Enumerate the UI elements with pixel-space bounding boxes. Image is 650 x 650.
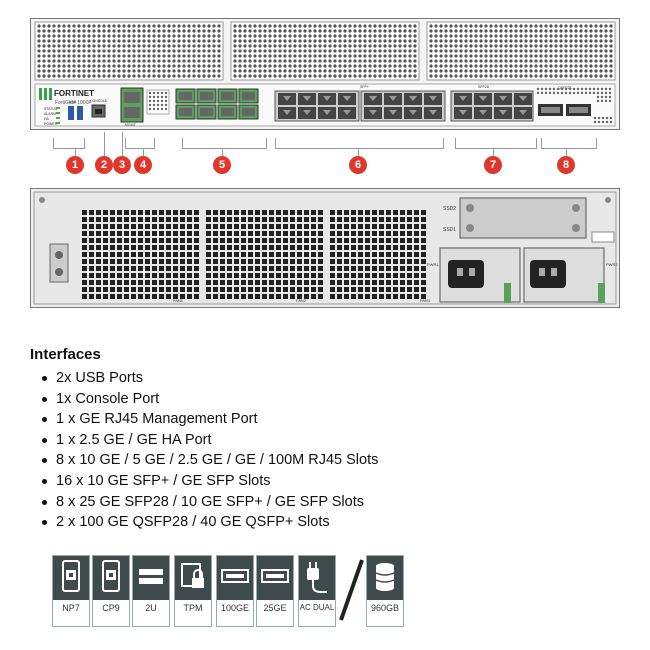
svg-text:FortiGate 1000F: FortiGate 1000F [55,100,91,106]
ssd-bay: SSD2 SSD1 [443,197,587,239]
svg-text:SFP28: SFP28 [478,85,489,89]
list-item: 8 x 10 GE / 5 GE / 2.5 GE / GE / 100M RJ… [40,450,378,471]
feature-label: 2U [145,603,157,613]
svg-text:QSFP28: QSFP28 [558,86,571,90]
svg-text:MGMT: MGMT [125,123,137,127]
sfp-plus-port-block: SFP+ [274,85,446,122]
svg-text:CONSOLE: CONSOLE [90,99,108,103]
chip-icon [62,560,80,592]
svg-text:SSD1: SSD1 [443,227,456,233]
lock-icon [181,563,204,588]
svg-text:PWR1: PWR1 [427,262,439,267]
svg-text:POWER: POWER [44,122,58,126]
list-item: 16 x 10 GE SFP+ / GE SFP Slots [40,471,378,492]
slash-divider [339,559,364,621]
svg-text:FAN2: FAN2 [296,298,307,303]
qsfp28-port-block: QSFP28 [538,86,591,116]
feature-25ge: 25GE [256,555,294,627]
list-item: 2x USB Ports [40,368,378,389]
svg-text:SSD2: SSD2 [443,206,456,212]
feature-cp9: CP9 [92,555,130,627]
status-leds: STATUS ALARM HA POWER [44,107,60,126]
front-panel-image: FORTINET FortiGate 1000F STATUS ALARM HA… [30,18,620,130]
feature-label: CP9 [102,603,120,613]
psu-2: PWR2 [523,247,618,303]
list-item: 1x Console Port [40,389,378,410]
svg-text:PWR2: PWR2 [606,262,618,267]
port-icon [221,569,249,583]
port-icon [261,569,289,583]
list-item: 1 x GE RJ45 Management Port [40,409,378,430]
feature-label: TPM [183,603,203,613]
feature-ac-dual: AC DUAL [298,555,336,627]
feature-100ge: 100GE [216,555,254,627]
list-item: 8 x 25 GE SFP28 / 10 GE SFP+ / GE SFP Sl… [40,492,378,513]
interfaces-heading: Interfaces [30,346,101,363]
callout-2: 2 [95,156,113,174]
rj45-port-block [175,88,259,120]
feature-label: NP7 [62,603,80,613]
svg-text:ALARM: ALARM [44,112,56,116]
feature-label: 960GB [370,603,400,613]
chip-icon [102,560,120,592]
feature-label: 100GE [220,603,250,613]
power-plug-icon [307,562,327,593]
svg-text:SFP+: SFP+ [360,85,369,89]
fan-grilles [82,210,426,299]
callout-7: 7 [484,156,502,174]
svg-text:USB: USB [69,100,77,104]
rear-panel-image: FAN1 FAN2 FAN3 SSD2 SSD1 PWR1 PWR2 [30,188,620,308]
usb-ports: USB [68,100,83,120]
svg-text:HA: HA [44,117,50,121]
feature-960gb: 960GB [366,555,404,627]
interfaces-list: 2x USB Ports 1x Console Port 1 x GE RJ45… [40,368,378,533]
callout-8: 8 [557,156,575,174]
callout-5: 5 [213,156,231,174]
svg-text:STATUS: STATUS [44,107,58,111]
callout-1: 1 [66,156,84,174]
storage-icon [375,563,395,591]
list-item: 1 x 2.5 GE / GE HA Port [40,430,378,451]
feature-label: 25GE [263,603,287,613]
callout-4: 4 [134,156,152,174]
mgmt-ha-ports: MGMT [120,87,144,127]
sfp28-port-block: SFP28 [450,85,534,122]
callout-3: 3 [113,156,131,174]
rack-2u-icon [139,569,163,584]
feature-2u: 2U [132,555,170,627]
psu-1: PWR1 [427,247,521,303]
fortinet-logo: FORTINET FortiGate 1000F [39,88,94,106]
svg-text:FORTINET: FORTINET [54,89,94,98]
feature-np7: NP7 [52,555,90,627]
list-item: 2 x 100 GE QSFP28 / 40 GE QSFP+ Slots [40,512,378,533]
feature-tpm: TPM [174,555,212,627]
svg-text:FAN1: FAN1 [173,298,184,303]
feature-label: AC DUAL [299,603,335,612]
svg-text:FAN3: FAN3 [420,298,431,303]
callout-6: 6 [349,156,367,174]
console-port: CONSOLE [90,99,108,118]
